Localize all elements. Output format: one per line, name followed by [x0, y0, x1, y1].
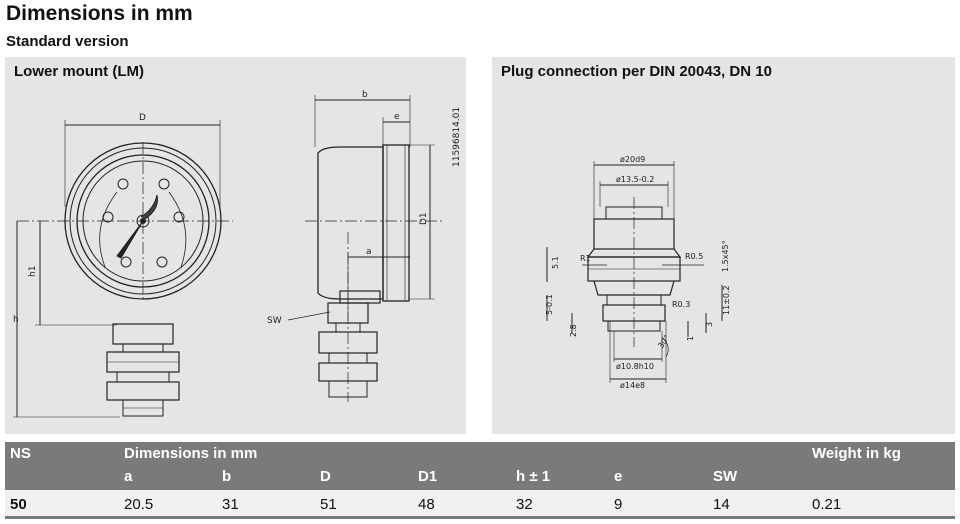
dimensions-table-header: NS Dimensions in mm Weight in kg a b D D… — [5, 442, 955, 490]
dim-d108-label: ø10.8h10 — [616, 362, 654, 371]
header-col-e: e — [614, 468, 623, 485]
lower-mount-title: Lower mount (LM) — [14, 63, 144, 80]
dim-h1-label: h1 — [28, 266, 38, 277]
page-subtitle: Standard version — [6, 33, 129, 50]
dim-d20-label: ø20d9 — [620, 155, 645, 164]
lower-mount-panel: Lower mount (LM) — [5, 57, 466, 434]
header-col-h: h ± 1 — [516, 468, 551, 485]
row-d1: 48 — [418, 496, 435, 513]
plug-connection-panel: Plug connection per DIN 20043, DN 10 — [492, 57, 955, 434]
header-ns: NS — [10, 445, 31, 462]
dim-angle-label: 30° — [656, 333, 672, 350]
dim-b-label: b — [362, 90, 368, 100]
dim-d13-label: ø13.5-0.2 — [616, 175, 654, 184]
dim-d14-label: ø14e8 — [620, 381, 645, 390]
dim-chamfer-label: 1.5x45° — [721, 240, 730, 272]
dim-5-label: 5-0.1 — [545, 294, 554, 315]
plug-connection-drawing: ø20d9 ø13.5-0.2 R1 R0.5 1.5x45° 5.1 5-0.… — [545, 155, 731, 390]
table-bottom-rule — [5, 516, 955, 519]
dim-sw-label: SW — [267, 316, 282, 326]
header-col-d1: D1 — [418, 468, 438, 485]
row-sw: 14 — [713, 496, 730, 513]
dim-a-label: a — [366, 247, 372, 257]
dim-r05-label: R0.5 — [685, 252, 703, 261]
row-h: 32 — [516, 496, 533, 513]
row-ns: 50 — [10, 496, 27, 513]
dim-11-label: 11±0.2 — [722, 285, 731, 315]
page-title: Dimensions in mm — [6, 2, 193, 25]
dim-r1-label: R1 — [580, 254, 591, 263]
dim-1-label: 1 — [686, 336, 695, 341]
dim-r03-label: R0.3 — [672, 300, 690, 309]
dim-e-label: e — [394, 112, 400, 122]
header-col-a: a — [124, 468, 133, 485]
dim-51-label: 5.1 — [551, 256, 560, 269]
row-weight: 0.21 — [812, 496, 842, 513]
dim-d-label: D — [139, 113, 146, 123]
header-col-b: b — [222, 468, 232, 485]
dim-28-label: 2.8 — [569, 324, 578, 337]
dim-3-label: 3 — [705, 322, 714, 327]
table-row: 50 20.5 31 51 48 32 9 14 0.21 — [5, 490, 955, 516]
lower-mount-drawing: D h1 h b e D1 a SW 11596814.01 — [13, 90, 462, 418]
row-d: 51 — [320, 496, 337, 513]
drawing-number: 11596814.01 — [452, 107, 462, 167]
dim-h-label: h — [13, 315, 19, 325]
header-col-sw: SW — [713, 468, 738, 485]
row-e: 9 — [614, 496, 623, 513]
row-b: 31 — [222, 496, 239, 513]
header-weight: Weight in kg — [812, 445, 901, 462]
row-a: 20.5 — [124, 496, 154, 513]
plug-connection-title: Plug connection per DIN 20043, DN 10 — [501, 63, 772, 80]
header-col-d: D — [320, 468, 331, 485]
dim-d1-label: D1 — [419, 212, 429, 225]
header-dimensions: Dimensions in mm — [124, 445, 258, 462]
